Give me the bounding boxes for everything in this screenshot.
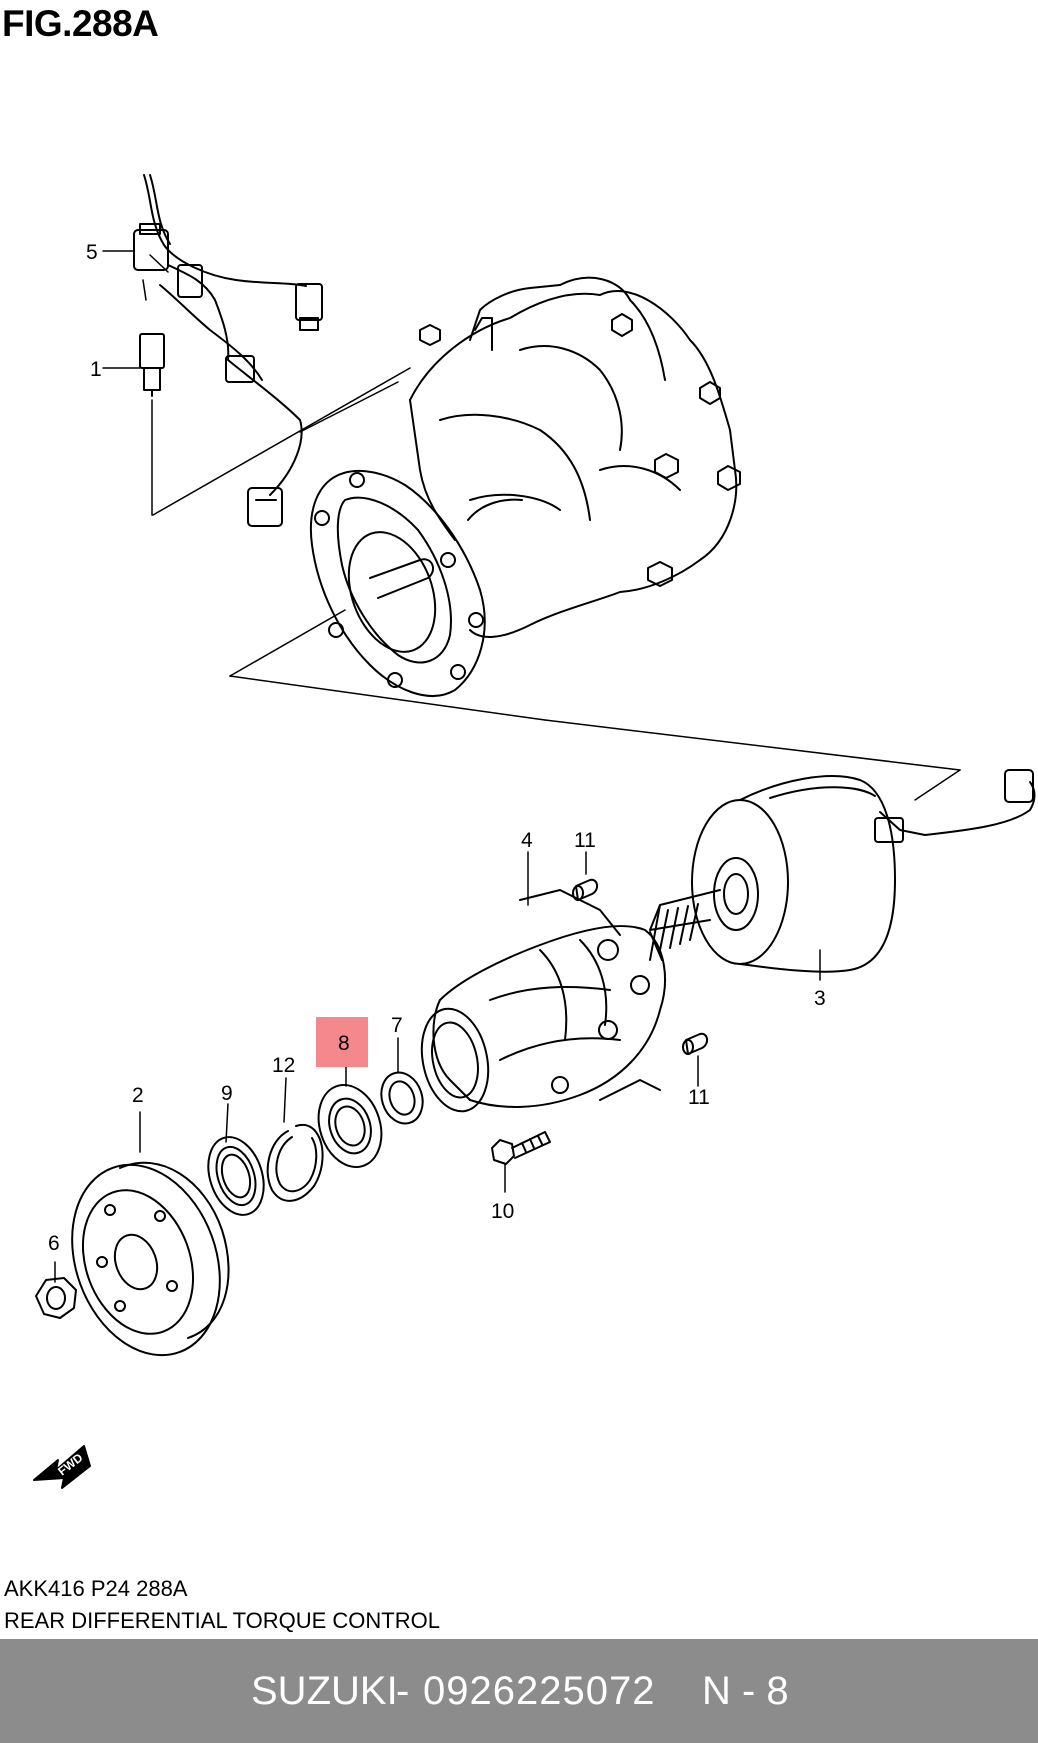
highlight-box [316,1017,368,1067]
brand-name: SUZUKI [251,1669,398,1713]
diagram-title: REAR DIFFERENTIAL TORQUE CONTROL [4,1608,440,1633]
separator-dash: - [396,1669,410,1713]
callout-4: 4 [521,829,533,852]
snap-ring [266,1123,324,1202]
dowel-pin-lower [682,1032,708,1055]
callout-2: 2 [132,1084,144,1107]
differential-case [420,889,666,1113]
dowel-pin-upper [572,878,598,901]
companion-flange [71,1161,230,1357]
callout-11-lower: 11 [688,1086,710,1109]
wiring-harness [133,174,323,527]
callout-5: 5 [86,241,98,264]
callout-3: 3 [814,987,826,1010]
diagram-code: AKK416 P24 288A [4,1576,188,1601]
diagram-reference: N - 8 [702,1669,789,1713]
callout-leaders [54,250,821,1283]
part-footer-bar: SUZUKI - 0926225072 N - 8 [0,1639,1038,1743]
body-bolts [419,313,741,587]
transfer-case [309,276,741,697]
fwd-arrow-icon [33,1445,91,1489]
callout-11-upper: 11 [574,829,596,852]
oil-seal [207,1136,265,1216]
clutch-housing [649,769,1036,973]
callout-7: 7 [391,1014,403,1037]
callout-8: 8 [338,1032,350,1055]
assembly-leaders [142,254,961,801]
flange-nut [35,1277,77,1319]
callout-12: 12 [272,1054,295,1077]
bolt [491,1131,551,1165]
callout-1: 1 [90,358,102,381]
callout-9: 9 [221,1082,233,1105]
oil-seal-small [380,1071,424,1125]
figure-title: FIG.288A [2,3,159,44]
part-number: 0926225072 [423,1669,656,1713]
temperature-sensor [139,333,165,516]
callout-10: 10 [491,1200,514,1223]
callout-labels: 5 1 4 11 3 7 8 12 9 2 11 10 6 FWD [48,241,826,1478]
bearing [317,1083,383,1169]
callout-6: 6 [48,1232,60,1255]
